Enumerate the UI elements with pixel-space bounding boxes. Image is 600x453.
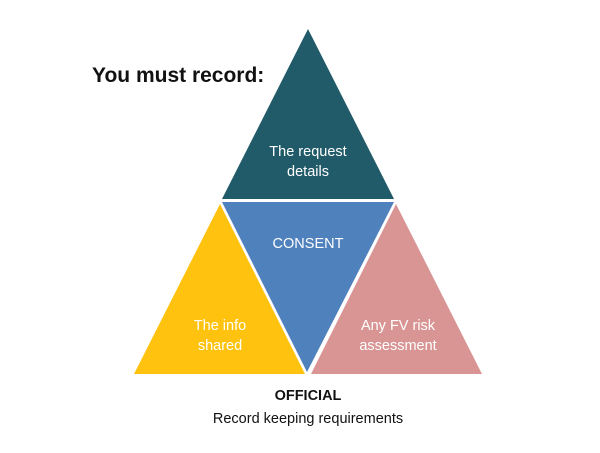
label-consent: CONSENT bbox=[228, 234, 388, 254]
label-line: Any FV risk bbox=[360, 318, 436, 334]
label-line: shared bbox=[197, 338, 243, 354]
label-line: The request bbox=[269, 144, 347, 160]
label-request-details: The request details bbox=[228, 142, 388, 182]
caption: Record keeping requirements bbox=[212, 411, 404, 427]
triangle-consent bbox=[222, 202, 394, 372]
heading: You must record: bbox=[92, 64, 265, 87]
label-fv-risk: Any FV risk assessment bbox=[318, 316, 478, 356]
triangle-fv-risk-assessment bbox=[311, 204, 482, 374]
label-line: details bbox=[287, 164, 329, 180]
label-line: The info bbox=[193, 318, 247, 334]
label-line: CONSENT bbox=[272, 236, 344, 252]
triangle-info-shared bbox=[134, 204, 305, 374]
label-line: assessment bbox=[359, 338, 437, 354]
classification-label: OFFICIAL bbox=[274, 388, 342, 404]
triangle-request-details bbox=[222, 29, 394, 199]
label-info-shared: The info shared bbox=[140, 316, 300, 356]
